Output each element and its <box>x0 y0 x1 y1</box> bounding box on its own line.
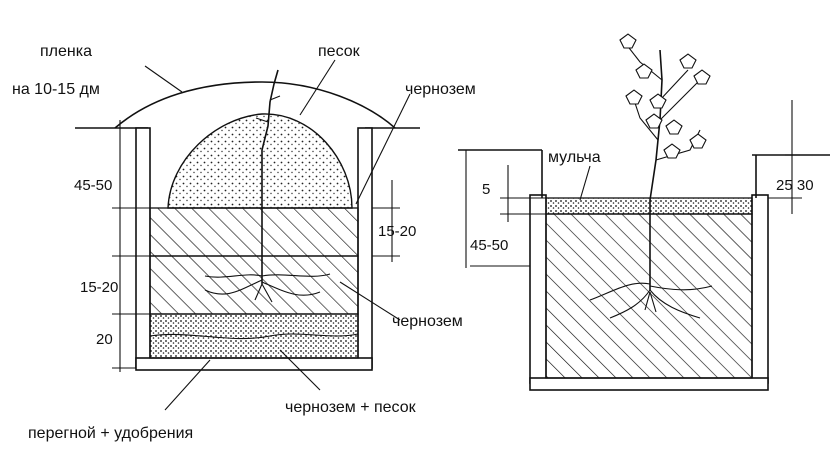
dim-label-15-20-right: 15-20 <box>378 223 416 240</box>
pit2-wall-right <box>751 194 769 384</box>
pit2-wall-left <box>529 194 547 384</box>
film-cover <box>114 81 396 129</box>
label-sand: песок <box>318 43 361 60</box>
pit2-floor <box>529 377 769 391</box>
sand-mound <box>167 113 353 209</box>
vine-leaves <box>619 33 711 159</box>
layer-chernozem-lower <box>149 255 359 315</box>
left-pit: пленка на 10-15 дм песок чернозем черноз… <box>12 43 476 442</box>
chernozem-top-leader <box>355 93 411 205</box>
pit-wall-left <box>135 127 151 369</box>
mulch-leader <box>579 165 591 201</box>
plant-buds <box>255 95 281 123</box>
label-mulch: мульча <box>548 149 601 166</box>
layer-divider <box>149 333 359 340</box>
layer-chernozem-upper <box>149 207 359 257</box>
label-film-height: на 10-15 дм <box>12 81 100 98</box>
label-chernozem-top: чернозем <box>405 81 476 98</box>
label-humus-fertilizer: перегной + удобрения <box>28 425 193 442</box>
plant-stem <box>261 69 279 284</box>
dim-label-45-50: 45-50 <box>74 177 112 194</box>
dim2-label-25-30: 25 30 <box>776 177 814 194</box>
pit-floor <box>135 357 373 371</box>
label-film: пленка <box>40 43 92 60</box>
vine-branches <box>625 43 701 161</box>
plant-roots <box>204 273 331 303</box>
vine-roots <box>589 282 713 319</box>
right-pit: мульча 5 45-50 25 30 <box>458 33 830 391</box>
chernozem-mid-leader <box>339 281 401 321</box>
pit-wall-right <box>357 127 373 369</box>
humus-leader <box>164 359 211 411</box>
mulch-layer <box>545 197 753 215</box>
dim-label-15-20-left: 15-20 <box>80 279 118 296</box>
label-chernozem-sand: чернозем + песок <box>285 399 417 416</box>
dim2-label-5: 5 <box>482 181 490 198</box>
chernozem-sand-leader <box>279 349 321 391</box>
dim2-label-45-50: 45-50 <box>470 237 508 254</box>
sand-leader <box>299 59 336 116</box>
label-chernozem-mid: чернозем <box>392 313 463 330</box>
dim-label-20: 20 <box>96 331 113 348</box>
film-leader <box>144 65 183 93</box>
